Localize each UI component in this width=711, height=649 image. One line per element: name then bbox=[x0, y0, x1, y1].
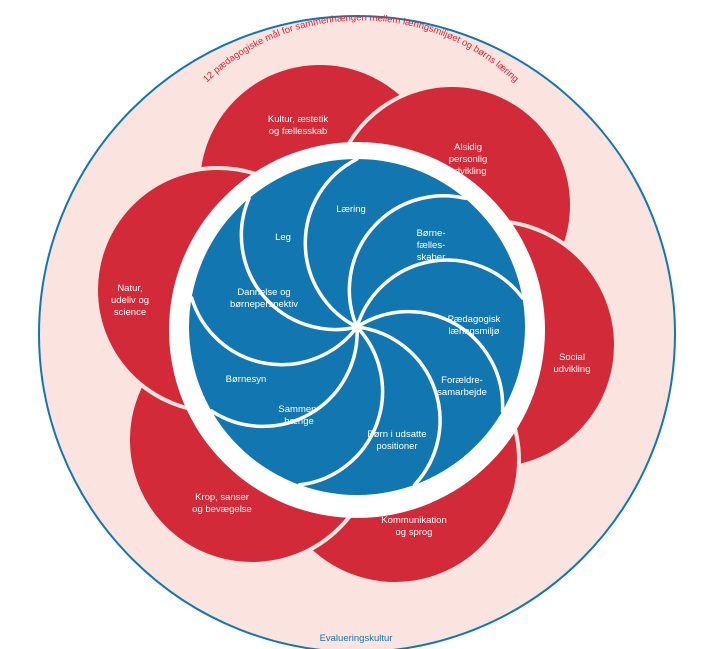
red-petal-label-5-line: og bevægelse bbox=[192, 504, 252, 515]
blue-petal-label-7-line: Børnesyn bbox=[226, 374, 267, 385]
blue-divider-3 bbox=[355, 258, 525, 329]
blue-petal-label-4-line: Forældre- bbox=[441, 375, 483, 386]
red-petal-label-4-line: og sprog bbox=[396, 527, 433, 538]
blue-divider-7 bbox=[209, 325, 359, 429]
blue-petal-label-5-line: positioner bbox=[376, 441, 417, 452]
blue-divider-1 bbox=[303, 157, 359, 329]
blue-divider-6 bbox=[297, 325, 385, 487]
blue-petal-label-8-line: Dannelse og bbox=[237, 287, 290, 298]
red-petal-label-5-line: Krop, sanser bbox=[195, 492, 249, 503]
red-petal-label-4-line: Kommunikation bbox=[381, 515, 446, 526]
blue-petal-label-4-line: samarbejde bbox=[437, 387, 487, 398]
blue-petal-label-2-line: fælles- bbox=[417, 240, 446, 251]
blue-petal-label-8-line: børneperspektiv bbox=[230, 299, 298, 310]
blue-petal-label-6-line: hænge bbox=[284, 416, 314, 427]
blue-petal-label-3-line: læringsmiljø bbox=[448, 326, 499, 337]
blue-divider-4 bbox=[355, 309, 505, 413]
blue-petal-label-2-line: skaber bbox=[417, 252, 446, 263]
blue-petal-label-4: Forældre-samarbejde bbox=[437, 375, 487, 398]
red-petal-label-1-line: Kultur, æstetik bbox=[268, 114, 328, 125]
blue-petal-label-2: Børne-fælles-skaber bbox=[416, 228, 445, 263]
blue-divider-2 bbox=[347, 194, 467, 329]
blue-divider-5 bbox=[355, 325, 442, 487]
blue-divider-9 bbox=[239, 196, 359, 332]
red-petal-label-3-line: Social bbox=[559, 352, 585, 363]
blue-petal-label-2-line: Børne- bbox=[416, 228, 445, 239]
blue-petal-label-9: Leg bbox=[275, 232, 291, 243]
blue-petal-label-1-line: Læring bbox=[336, 204, 366, 215]
red-petal-label-1-line: og fællesskab bbox=[269, 126, 328, 137]
red-petal-label-2-line: udvikling bbox=[450, 166, 487, 177]
blue-petal-label-3-line: Pædagogisk bbox=[448, 314, 501, 325]
blue-petal-label-1: Læring bbox=[336, 204, 366, 215]
red-petal-label-3-line: udvikling bbox=[554, 364, 591, 375]
red-petal-label-6-line: science bbox=[114, 307, 146, 318]
blue-petal-label-9-line: Leg bbox=[275, 232, 291, 243]
blue-petal-label-6-line: Sammen- bbox=[278, 404, 319, 415]
blue-divider-8 bbox=[189, 296, 359, 367]
red-petal-label-6-line: udeliv og bbox=[111, 295, 149, 306]
blue-petal-label-6: Sammen-hænge bbox=[278, 404, 319, 427]
blue-petal-dividers bbox=[189, 157, 525, 487]
blue-petal-label-7: Børnesyn bbox=[226, 374, 267, 385]
red-petal-label-2-line: personlig bbox=[449, 154, 488, 165]
red-petal-label-6-line: Natur, bbox=[117, 283, 142, 294]
footer-label: Evalueringskultur bbox=[320, 633, 393, 644]
blue-petal-label-5-line: Børn i udsatte bbox=[367, 429, 426, 440]
red-petal-label-2-line: Alsidig bbox=[454, 142, 482, 153]
